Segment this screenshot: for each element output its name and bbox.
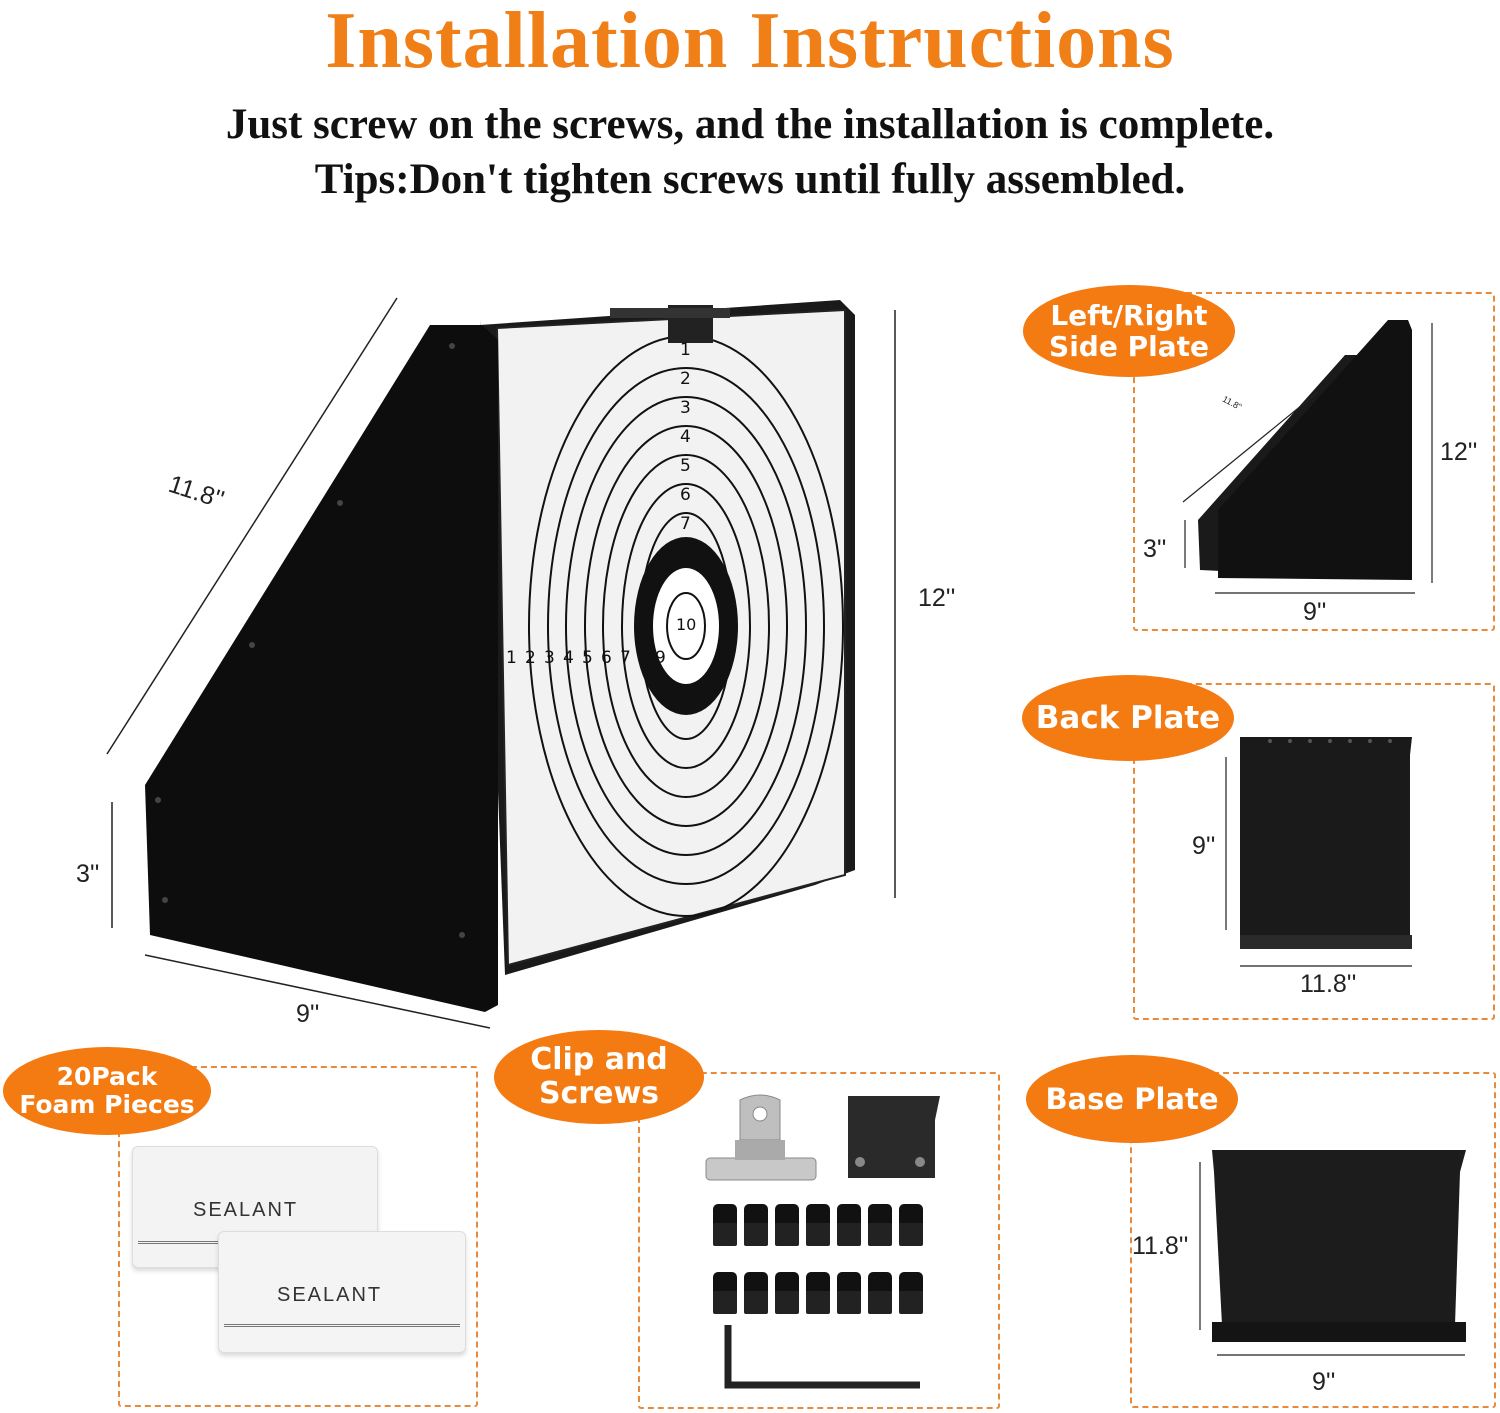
screw [837, 1272, 861, 1314]
page-title: Installation Instructions [325, 0, 1175, 85]
base-plate-box [1130, 1072, 1496, 1408]
instruction-line-2: Tips:Don't tighten screws until fully as… [314, 156, 1186, 203]
side-plate-box [1133, 292, 1495, 631]
allen-key [724, 1325, 920, 1389]
base-dim-height: 11.8'' [1132, 1232, 1189, 1260]
screw [837, 1204, 861, 1246]
side-dim-height: 12'' [1440, 438, 1478, 466]
screw [899, 1272, 923, 1314]
side-dim-width: 9'' [1303, 598, 1327, 626]
foam-box [118, 1066, 478, 1407]
main-dim-height: 12'' [918, 584, 956, 612]
screw [806, 1204, 830, 1246]
main-dim-short: 3'' [76, 860, 100, 888]
screw [775, 1204, 799, 1246]
screw-grid [713, 1204, 933, 1314]
back-dim-height: 9'' [1192, 832, 1216, 860]
screw [868, 1272, 892, 1314]
back-plate-label: Back Plate [1022, 675, 1234, 761]
base-plate-label: Base Plate [1026, 1055, 1238, 1143]
base-dim-width: 9'' [1312, 1368, 1336, 1396]
back-dim-width: 11.8'' [1300, 970, 1357, 998]
screw [713, 1204, 737, 1246]
metal-bracket [848, 1096, 940, 1178]
screw [713, 1272, 737, 1314]
screw [806, 1272, 830, 1314]
back-plate-box [1133, 683, 1495, 1020]
ring-center: 10 [676, 615, 697, 634]
side-plate [145, 325, 498, 1012]
screw [775, 1272, 799, 1314]
foam-pack-2: SEALANT [218, 1231, 466, 1353]
clip-box [638, 1072, 1000, 1409]
screw [899, 1204, 923, 1246]
main-dim-width: 9'' [296, 1000, 320, 1028]
screw [868, 1204, 892, 1246]
screw [744, 1272, 768, 1314]
screw [744, 1204, 768, 1246]
instruction-line-1: Just screw on the screws, and the instal… [225, 101, 1275, 148]
side-dim-short: 3'' [1143, 535, 1167, 563]
